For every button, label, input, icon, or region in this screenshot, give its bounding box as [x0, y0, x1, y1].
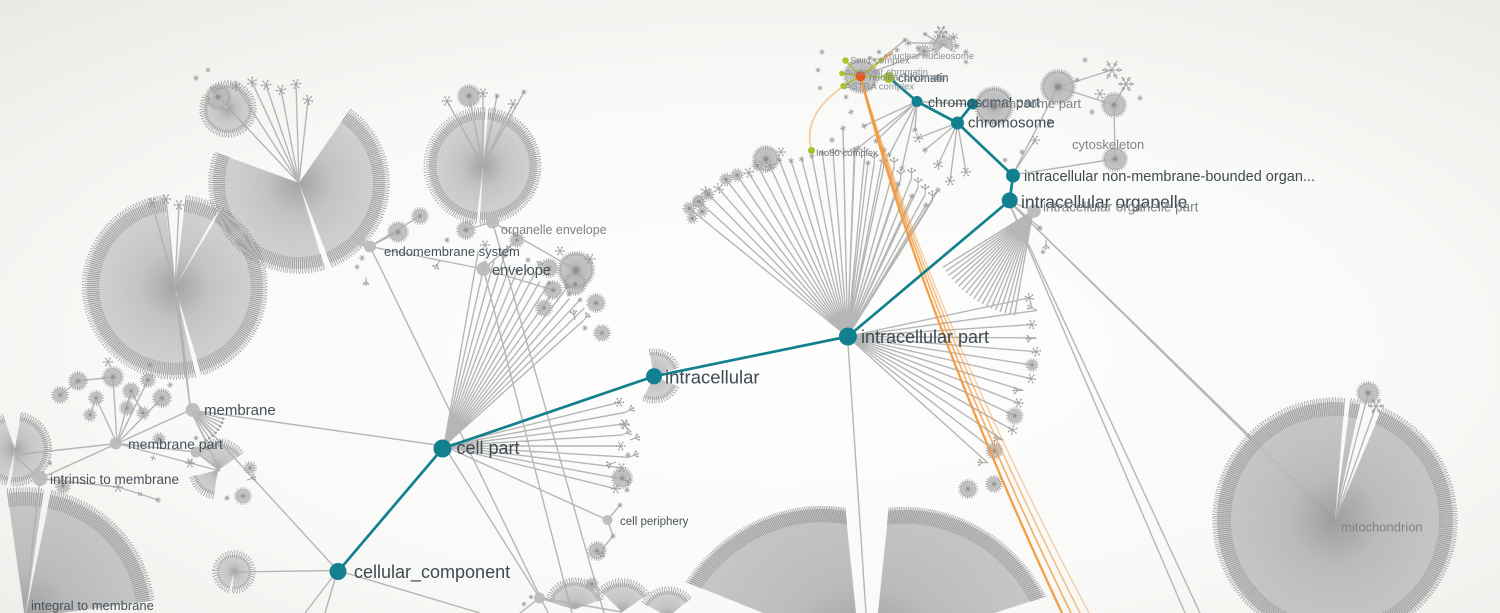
svg-text:chromosomal part: chromosomal part: [928, 94, 1040, 110]
svg-text:ASTRA complex: ASTRA complex: [845, 82, 914, 93]
svg-text:cellular_component: cellular_component: [354, 562, 510, 583]
svg-text:chromosome part: chromosome part: [980, 96, 1082, 111]
svg-text:intracellular part: intracellular part: [861, 327, 989, 347]
svg-text:cell part: cell part: [457, 438, 520, 458]
svg-text:chromosome: chromosome: [968, 115, 1055, 132]
svg-text:nucleolar chromatin: nucleolar chromatin: [845, 67, 928, 78]
svg-text:intracellular non-membrane-bou: intracellular non-membrane-bounded organ…: [1024, 169, 1315, 185]
svg-text:intracellular organelle part: intracellular organelle part: [1043, 200, 1199, 215]
svg-text:chromatin: chromatin: [898, 73, 949, 85]
svg-text:Ino80 complex: Ino80 complex: [816, 148, 878, 159]
svg-text:intracellular: intracellular: [665, 367, 760, 388]
svg-text:Swr1 complex: Swr1 complex: [850, 56, 910, 67]
svg-text:mitochondrion: mitochondrion: [1341, 520, 1423, 535]
svg-text:cell periphery: cell periphery: [620, 516, 689, 528]
svg-text:nuclear chromatin: nuclear chromatin: [869, 73, 948, 84]
svg-text:nuclear nucleosome: nuclear nucleosome: [889, 51, 974, 62]
svg-text:integral to membrane: integral to membrane: [31, 598, 154, 613]
svg-text:cytoskeleton: cytoskeleton: [1072, 137, 1144, 152]
svg-text:intracellular organelle: intracellular organelle: [1021, 192, 1187, 212]
svg-text:endomembrane system: endomembrane system: [384, 244, 520, 259]
svg-text:envelope: envelope: [492, 263, 551, 279]
svg-text:organelle envelope: organelle envelope: [501, 223, 607, 237]
svg-text:membrane: membrane: [204, 402, 276, 419]
svg-text:membrane part: membrane part: [128, 436, 223, 452]
svg-text:intrinsic to membrane: intrinsic to membrane: [50, 472, 179, 487]
